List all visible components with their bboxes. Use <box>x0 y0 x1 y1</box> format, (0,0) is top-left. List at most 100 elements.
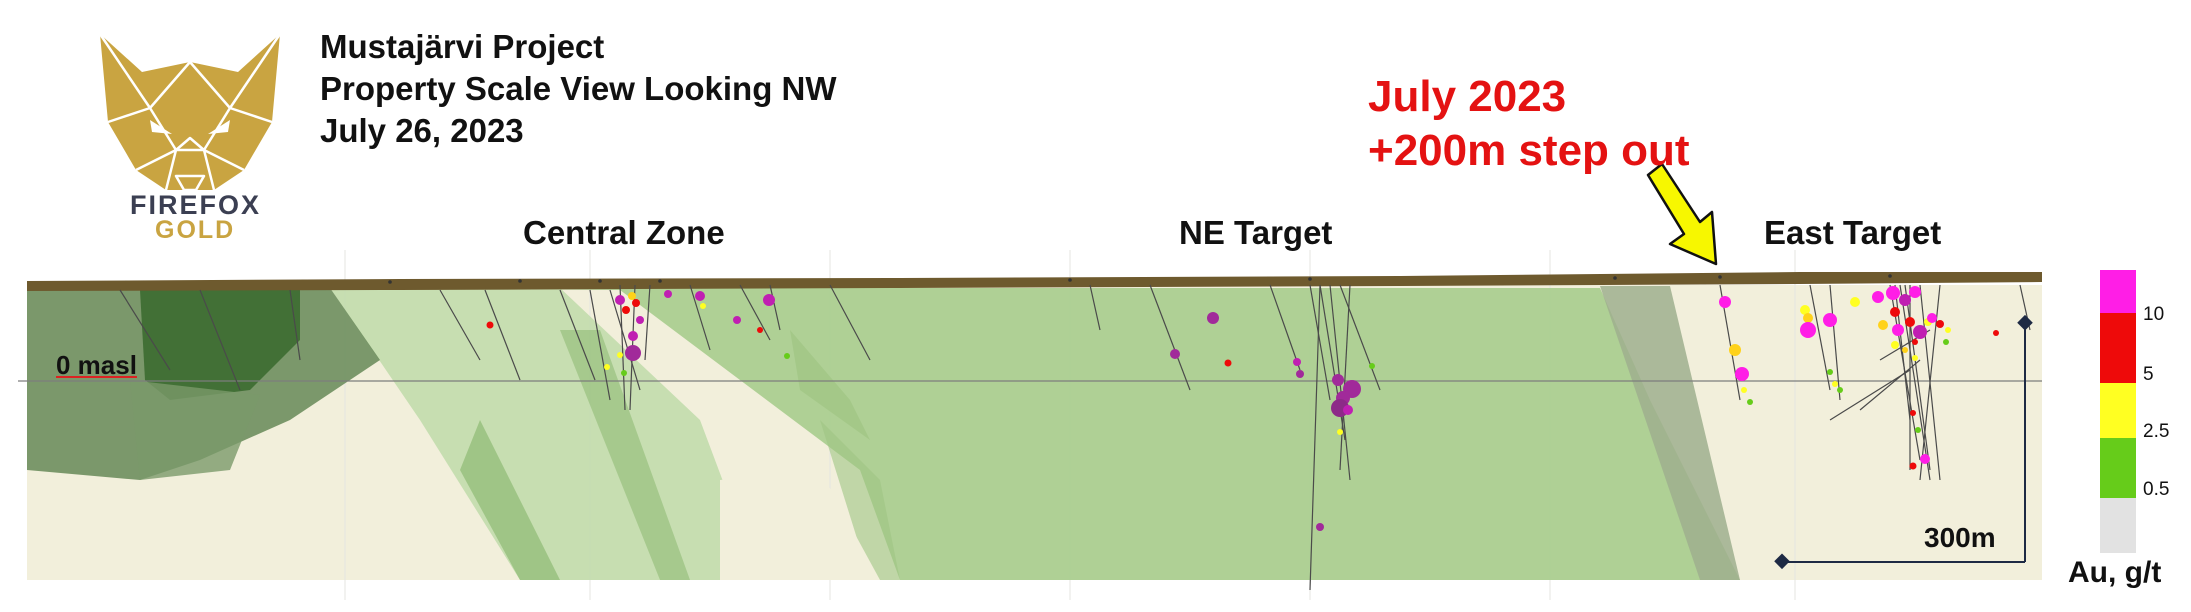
legend-title: Au, g/t <box>2068 556 2162 589</box>
overburden-band <box>27 272 2042 291</box>
au-sphere <box>1890 307 1900 317</box>
au-sphere <box>1927 313 1937 323</box>
au-sphere <box>1719 296 1731 308</box>
au-sphere <box>1729 344 1741 356</box>
au-sphere <box>664 290 672 298</box>
au-sphere <box>1910 410 1916 416</box>
scale-bar <box>1774 314 2033 570</box>
au-sphere <box>1892 324 1904 336</box>
au-sphere <box>1909 286 1921 298</box>
au-sphere <box>628 331 638 341</box>
au-sphere <box>1913 325 1927 339</box>
au-sphere <box>700 303 706 309</box>
au-sphere <box>1902 347 1908 353</box>
au-sphere <box>622 306 630 314</box>
au-sphere <box>1878 320 1888 330</box>
au-sphere <box>1920 454 1930 464</box>
au-sphere <box>1936 320 1944 328</box>
legend-bin-10 <box>2100 270 2136 313</box>
view-title: Property Scale View Looking NW <box>320 70 837 107</box>
legend-tick-0-5: 0.5 <box>2143 479 2170 500</box>
au-sphere <box>763 294 775 306</box>
dark-unit-inner <box>140 290 300 400</box>
logo-text-firefox: FIREFOX <box>130 190 262 220</box>
au-intercepts <box>486 286 1999 531</box>
au-sphere <box>1827 369 1833 375</box>
au-sphere <box>1915 427 1921 433</box>
au-sphere <box>1912 355 1918 361</box>
dark-unit-lobe <box>130 380 260 480</box>
au-sphere <box>628 292 636 300</box>
au-sphere <box>486 321 494 329</box>
legend-tick-5: 5 <box>2143 364 2154 385</box>
au-sphere <box>1905 317 1915 327</box>
au-sphere <box>1803 313 1813 323</box>
au-sphere <box>695 291 705 301</box>
au-sphere <box>1993 330 1999 336</box>
au-sphere <box>1343 405 1353 415</box>
au-sphere <box>1891 341 1899 349</box>
au-sphere <box>632 299 640 307</box>
scale-bar-label: 300m <box>1924 522 1996 553</box>
au-sphere <box>1850 297 1860 307</box>
au-sphere <box>1945 327 1951 333</box>
callout-arrow <box>1646 162 1718 266</box>
green-unit-strip-3 <box>790 330 870 440</box>
callout-line-1: July 2023 <box>1368 72 1567 121</box>
au-sphere <box>1741 387 1747 393</box>
au-sphere <box>1886 286 1900 300</box>
zone-label-ne: NE Target <box>1179 214 1333 251</box>
au-sphere <box>757 327 763 333</box>
au-sphere <box>1296 370 1304 378</box>
au-sphere <box>1872 291 1884 303</box>
au-sphere <box>1735 367 1749 381</box>
au-sphere <box>1747 399 1753 405</box>
bedrock-wedge <box>720 470 880 580</box>
au-sphere <box>1800 322 1816 338</box>
legend-bin-below <box>2100 498 2136 553</box>
au-sphere <box>733 316 741 324</box>
date-title: July 26, 2023 <box>320 112 524 149</box>
drill-collars <box>388 274 1892 284</box>
grey-unit <box>1600 286 1740 580</box>
arrow-shape <box>1646 162 1718 266</box>
au-legend-bar <box>2100 270 2136 553</box>
au-sphere <box>1912 339 1918 345</box>
au-sphere <box>1170 349 1180 359</box>
elevation-label: 0 masl <box>56 350 137 380</box>
au-sphere <box>615 295 625 305</box>
green-unit-strip-4 <box>820 420 900 580</box>
legend-bin-2-5 <box>2100 383 2136 438</box>
au-sphere <box>1316 523 1324 531</box>
legend-tick-10: 10 <box>2143 304 2165 325</box>
project-title: Mustajärvi Project <box>320 28 605 65</box>
au-sphere <box>617 352 623 358</box>
au-sphere <box>1909 462 1917 470</box>
au-sphere <box>621 370 627 376</box>
au-sphere <box>1332 374 1344 386</box>
callout-line-2: +200m step out <box>1368 126 1690 175</box>
legend-bin-0-5 <box>2100 438 2136 498</box>
green-unit-main <box>330 288 1740 580</box>
zone-label-east: East Target <box>1764 214 1942 251</box>
firefox-logo-icon <box>98 33 282 192</box>
au-sphere <box>1293 358 1301 366</box>
au-sphere <box>1224 359 1232 367</box>
zone-label-central: Central Zone <box>523 214 725 251</box>
au-sphere <box>1837 387 1843 393</box>
au-sphere <box>604 364 610 370</box>
au-sphere <box>784 353 790 359</box>
green-unit-strip-1 <box>460 420 560 580</box>
au-sphere <box>1943 339 1949 345</box>
au-sphere <box>1800 305 1810 315</box>
au-sphere <box>625 345 641 361</box>
logo-text-gold: GOLD <box>155 216 236 244</box>
green-unit-strip-2 <box>560 330 690 580</box>
legend-bin-5 <box>2100 313 2136 383</box>
au-sphere <box>1207 312 1219 324</box>
legend-tick-2-5: 2.5 <box>2143 421 2170 442</box>
au-sphere <box>1823 313 1837 327</box>
au-sphere <box>636 316 644 324</box>
